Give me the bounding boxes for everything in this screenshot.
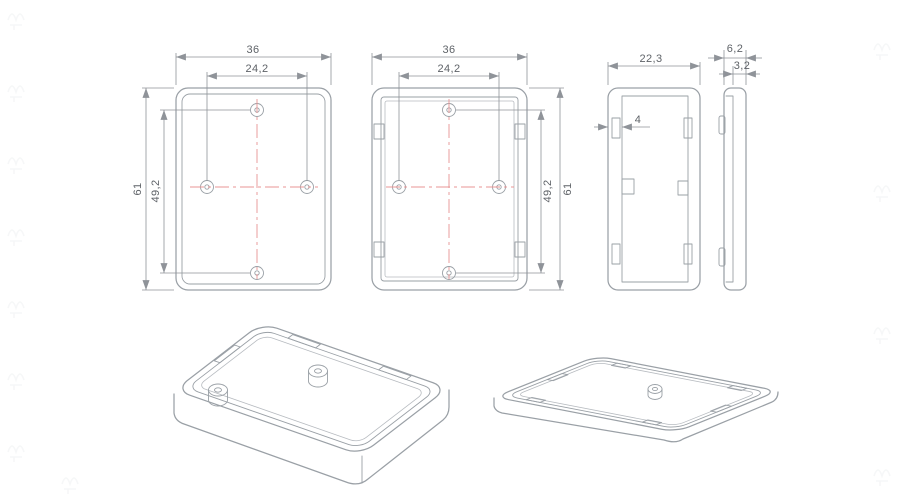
dimensions-side-view: 22,3 4 [594,53,701,131]
lid-section-view: 6,2 3,2 [708,43,762,291]
dim-label-width: 36 [246,44,259,56]
dim-label-width: 36 [442,44,455,56]
lid-tab [728,386,747,391]
lid-clip-top [718,115,726,135]
lid-tab [642,420,661,425]
bottom-view-outline [175,87,332,291]
dim-label-wall-offset: 4 [635,114,642,126]
dimensions-lid-section: 6,2 3,2 [708,43,762,85]
dim-label-thickness: 6,2 [727,43,744,55]
lid-tab [547,374,568,381]
rim-slot [214,345,240,363]
rim-slot [288,335,320,348]
lid-profile-ticks [725,95,734,283]
lid-tab [711,405,732,412]
dim-label-hole-pitch-x: 24,2 [437,63,460,75]
dim-label-depth: 22,3 [639,53,662,65]
dim-label-hole-pitch-x: 24,2 [245,63,268,75]
bottom-view-inner-edge [181,93,326,285]
dim-label-hole-pitch-y: 49,2 [542,179,554,202]
inside-view-outline [371,87,528,291]
dim-label-height: 61 [562,182,574,195]
dim-label-height: 61 [132,182,144,195]
clip-features [611,117,693,265]
lid-clip-bottom [718,247,726,267]
side-view: 22,3 4 [594,53,701,291]
rim-slot [379,366,411,379]
iso-lid-face [495,356,778,432]
iso-box-walls [173,389,450,485]
inside-view-floor-edge [384,100,515,278]
iso-lid-view [493,356,779,443]
dim-label-hole-pitch-y: 49,2 [150,179,162,202]
side-view-outline [607,87,701,291]
lid-post [647,384,663,400]
iso-open-box-view [173,323,450,485]
iso-box-rim [175,323,448,455]
side-clips [373,123,526,258]
bottom-view: 36 24,2 61 49,2 [132,44,332,291]
inside-view: 36 24,2 49,2 61 [371,44,574,291]
dimensions-inside-view: 36 24,2 49,2 61 [371,44,574,291]
screw-post [308,364,328,388]
lid-tab [611,363,630,368]
screw-post [208,383,228,407]
lid-tab [526,397,545,402]
lid-profile-outline [723,87,747,291]
inside-view-wall [380,96,519,282]
iso-lid-edge [493,391,779,443]
dim-label-lip-thickness: 3,2 [734,60,751,72]
dimensions-bottom-view: 36 24,2 61 49,2 [132,44,332,291]
